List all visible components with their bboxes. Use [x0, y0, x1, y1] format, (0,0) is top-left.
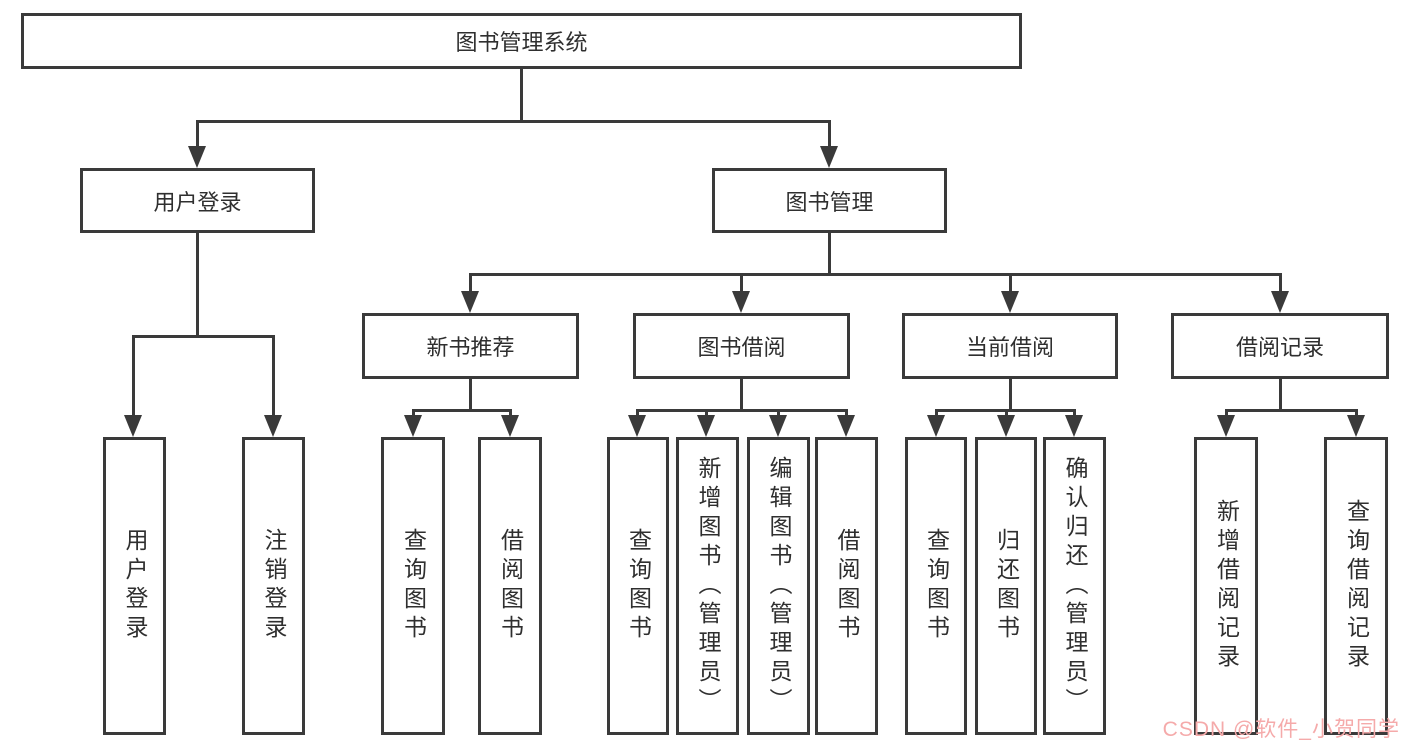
- connector-line: [777, 409, 780, 415]
- connector-line: [1355, 409, 1358, 415]
- leaf-borrow-edit-book: 编辑图书（管理员）: [747, 437, 810, 735]
- connector-line: [470, 273, 1281, 276]
- node-library-system-label: 图书管理系统: [455, 30, 588, 55]
- node-current-borrow: 当前借阅: [902, 313, 1118, 379]
- leaf-logout: 注销登录: [242, 437, 305, 735]
- connector-line: [272, 335, 275, 415]
- arrow-down-icon: [124, 415, 142, 437]
- connector-line: [705, 409, 708, 415]
- connector-line: [132, 335, 135, 415]
- leaf-current-confirm-return-label: 确认归还（管理员）: [1062, 455, 1088, 717]
- arrow-down-icon: [1347, 415, 1365, 437]
- connector-line: [413, 409, 511, 412]
- connector-line: [520, 69, 523, 120]
- connector-line: [196, 233, 199, 335]
- leaf-new-borrow-book-label: 借阅图书: [497, 528, 524, 644]
- leaf-current-confirm-return: 确认归还（管理员）: [1043, 437, 1106, 735]
- connector-line: [196, 120, 199, 146]
- connector-line: [509, 409, 512, 415]
- node-book-management-label: 图书管理: [785, 189, 874, 215]
- node-user-login: 用户登录: [80, 168, 315, 233]
- leaf-current-return-book: 归还图书: [975, 437, 1037, 735]
- arrow-down-icon: [927, 415, 945, 437]
- leaf-borrow-query-book: 查询图书: [607, 437, 669, 735]
- connector-line: [133, 335, 274, 338]
- connector-line: [1005, 409, 1008, 415]
- connector-line: [1009, 273, 1012, 291]
- leaf-current-query-book-label: 查询图书: [923, 528, 950, 644]
- leaf-current-query-book: 查询图书: [905, 437, 967, 735]
- arrow-down-icon: [404, 415, 422, 437]
- arrow-down-icon: [1065, 415, 1083, 437]
- connector-line: [828, 233, 831, 273]
- leaf-current-return-book-label: 归还图书: [993, 528, 1020, 644]
- arrow-down-icon: [1271, 291, 1289, 313]
- arrow-down-icon: [769, 415, 787, 437]
- arrow-down-icon: [188, 146, 206, 168]
- leaf-borrow-add-book: 新增图书（管理员）: [676, 437, 739, 735]
- node-current-borrow-label: 当前借阅: [965, 335, 1054, 360]
- connector-line: [1225, 409, 1228, 415]
- connector-line: [197, 120, 831, 123]
- leaf-user-login: 用户登录: [103, 437, 166, 735]
- connector-line: [740, 379, 743, 409]
- connector-line: [828, 120, 831, 146]
- leaf-new-borrow-book: 借阅图书: [478, 437, 542, 735]
- connector-line: [935, 409, 938, 415]
- arrow-down-icon: [1001, 291, 1019, 313]
- leaf-records-query: 查询借阅记录: [1324, 437, 1388, 735]
- node-new-book-recommend: 新书推荐: [362, 313, 579, 379]
- leaf-user-login-label: 用户登录: [122, 528, 148, 644]
- leaf-records-add: 新增借阅记录: [1194, 437, 1258, 735]
- connector-line: [469, 379, 472, 409]
- node-book-borrow-label: 图书借阅: [697, 335, 786, 360]
- arrow-down-icon: [461, 291, 479, 313]
- leaf-new-query-book-label: 查询图书: [400, 528, 427, 644]
- arrow-down-icon: [501, 415, 519, 437]
- arrow-down-icon: [997, 415, 1015, 437]
- leaf-records-add-label: 新增借阅记录: [1213, 499, 1240, 673]
- leaf-borrow-borrow-book: 借阅图书: [815, 437, 878, 735]
- leaf-records-query-label: 查询借阅记录: [1343, 499, 1370, 673]
- connector-line: [1073, 409, 1076, 415]
- arrow-down-icon: [837, 415, 855, 437]
- arrow-down-icon: [1217, 415, 1235, 437]
- arrow-down-icon: [697, 415, 715, 437]
- connector-line: [1226, 409, 1357, 412]
- node-library-system: 图书管理系统: [21, 13, 1022, 69]
- leaf-logout-label: 注销登录: [261, 528, 287, 644]
- connector-line: [637, 409, 847, 412]
- connector-line: [412, 409, 415, 415]
- arrow-down-icon: [820, 146, 838, 168]
- node-borrow-records-label: 借阅记录: [1235, 335, 1324, 360]
- connector-line: [636, 409, 639, 415]
- leaf-new-query-book: 查询图书: [381, 437, 445, 735]
- arrow-down-icon: [264, 415, 282, 437]
- leaf-borrow-query-book-label: 查询图书: [625, 528, 652, 644]
- node-new-book-recommend-label: 新书推荐: [426, 335, 515, 360]
- connector-line: [845, 409, 848, 415]
- node-book-borrow: 图书借阅: [633, 313, 850, 379]
- connector-line: [1279, 379, 1282, 409]
- node-user-login-label: 用户登录: [153, 189, 242, 215]
- leaf-borrow-edit-book-label: 编辑图书（管理员）: [766, 455, 792, 717]
- connector-line: [469, 273, 472, 291]
- leaf-borrow-add-book-label: 新增图书（管理员）: [695, 455, 721, 717]
- arrow-down-icon: [732, 291, 750, 313]
- connector-line: [1279, 273, 1282, 291]
- arrow-down-icon: [628, 415, 646, 437]
- connector-line: [1009, 379, 1012, 409]
- node-book-management: 图书管理: [712, 168, 947, 233]
- connector-line: [740, 273, 743, 291]
- leaf-borrow-borrow-book-label: 借阅图书: [834, 528, 860, 644]
- node-borrow-records: 借阅记录: [1171, 313, 1389, 379]
